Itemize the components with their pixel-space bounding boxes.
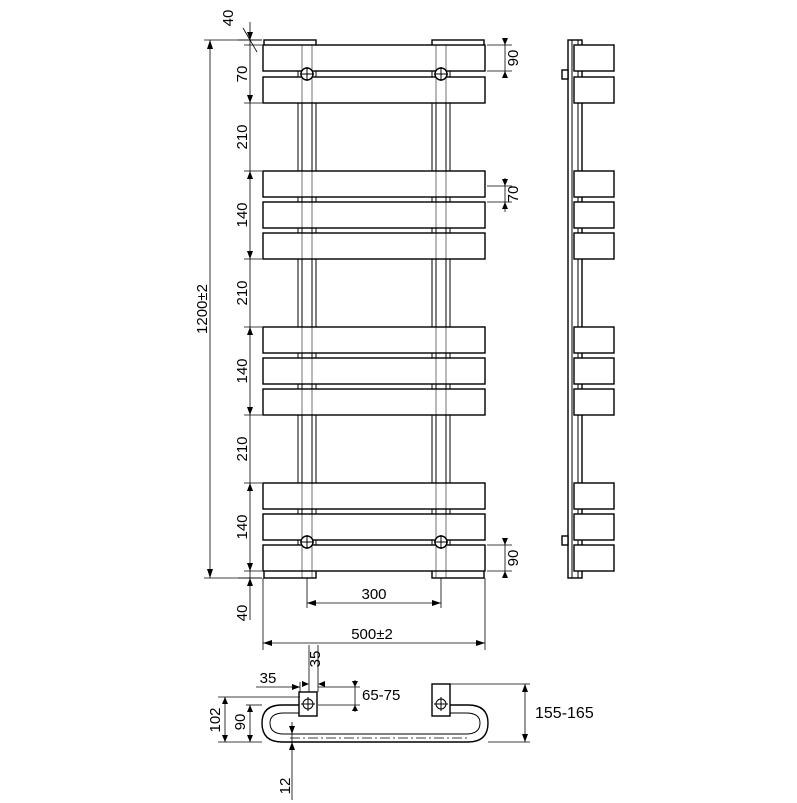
dim-wall-distance-label: 65-75 [362,687,400,704]
top-left-bracket-icon [298,691,318,717]
top-left-connector-icon [300,67,314,81]
dim-offset-left: 35 [260,670,277,687]
dim-thickness: 12 [277,722,295,800]
bar [262,170,486,198]
pipe-centers-dimension: 300 [306,578,442,608]
towel-bars [262,44,486,572]
side-top-valve [561,69,569,80]
bar [262,357,486,385]
top-right-connector-icon [434,67,448,81]
dim-group-d: 140 [234,514,251,539]
dim-pipe-centers: 300 [361,586,386,603]
dim-total-depth-label: 155-165 [535,705,594,722]
overall-width-dimension: 500±2 [262,578,486,650]
dim-gap-b: 210 [234,280,251,305]
dim-group-b: 140 [234,202,251,227]
side-view [561,39,615,579]
bar [262,482,486,510]
dim-bottom-gap: 40 [234,605,251,622]
bar [262,44,486,72]
dim-overall-width: 500±2 [351,626,393,643]
top-view: 35 35 65-75 102 [207,645,594,800]
top-right-bracket-icon [431,683,451,717]
side-bars [573,44,615,572]
dim-wall-distance: 65-75 [318,680,400,712]
dim-depth: 102 90 [207,696,300,743]
overall-height-dimension: 1200±2 [194,39,262,579]
front-view: 1200±2 40 70 210 [194,10,522,650]
dim-total-depth: 155-165 [450,683,594,743]
bar [262,232,486,260]
bar [262,326,486,354]
dim-depth-outer: 102 [207,707,224,732]
dim-first-pair: 70 [234,66,251,83]
dim-bar-height-mid: 70 [505,186,522,203]
left-chain-dimension: 40 70 210 140 210 140 210 140 40 [220,10,262,622]
right-bar-dimensions: 90 70 90 [487,38,522,578]
bottom-right-connector-icon [434,535,448,549]
bar [262,544,486,572]
bar [262,76,486,104]
dim-bar-height-top: 90 [505,50,522,67]
bottom-left-connector-icon [300,535,314,549]
pipe-hidden-lines [301,45,447,578]
overall-height-label: 1200±2 [194,284,211,334]
dim-gap-c: 210 [234,436,251,461]
dim-depth-inner: 90 [232,714,249,731]
dim-35-vertical: 35 [302,645,325,692]
dim-offset-top: 35 [307,651,324,668]
bar [262,388,486,416]
side-bottom-valve [561,535,569,546]
bar [262,201,486,229]
dim-bar-height-bottom: 90 [505,550,522,567]
dim-35-horizontal: 35 [256,670,301,692]
dim-group-c: 140 [234,358,251,383]
dim-top-gap: 40 [220,10,237,27]
dim-bar-thickness: 12 [277,778,294,795]
dim-gap-a: 210 [234,124,251,149]
bar [262,513,486,541]
